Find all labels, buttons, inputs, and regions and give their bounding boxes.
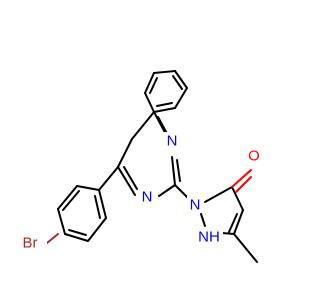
atom-n-pyrimidine-bottom: N [142, 189, 153, 206]
atom-nh-pyrazole-2: NH [198, 229, 220, 246]
atom-bromine: Br [23, 235, 38, 252]
phenyl-ring [144, 70, 188, 113]
pyrimidine-ring [117, 111, 181, 197]
atom-oxygen: O [248, 148, 260, 165]
carbonyl-bond-double [235, 176, 252, 193]
c-br-bond [46, 233, 59, 244]
pyrazolone-ring [200, 186, 244, 235]
carbonyl-bond [231, 169, 252, 188]
methyl-bond [233, 233, 258, 263]
molecule-structure: N N N NH O Br [13, 70, 263, 263]
atom-n-pyrazole-1: N [190, 197, 201, 214]
atom-n-pyrimidine-top: N [167, 133, 178, 150]
atom-labels: N N N NH O Br [13, 132, 263, 253]
bromophenyl-ring [57, 166, 119, 242]
